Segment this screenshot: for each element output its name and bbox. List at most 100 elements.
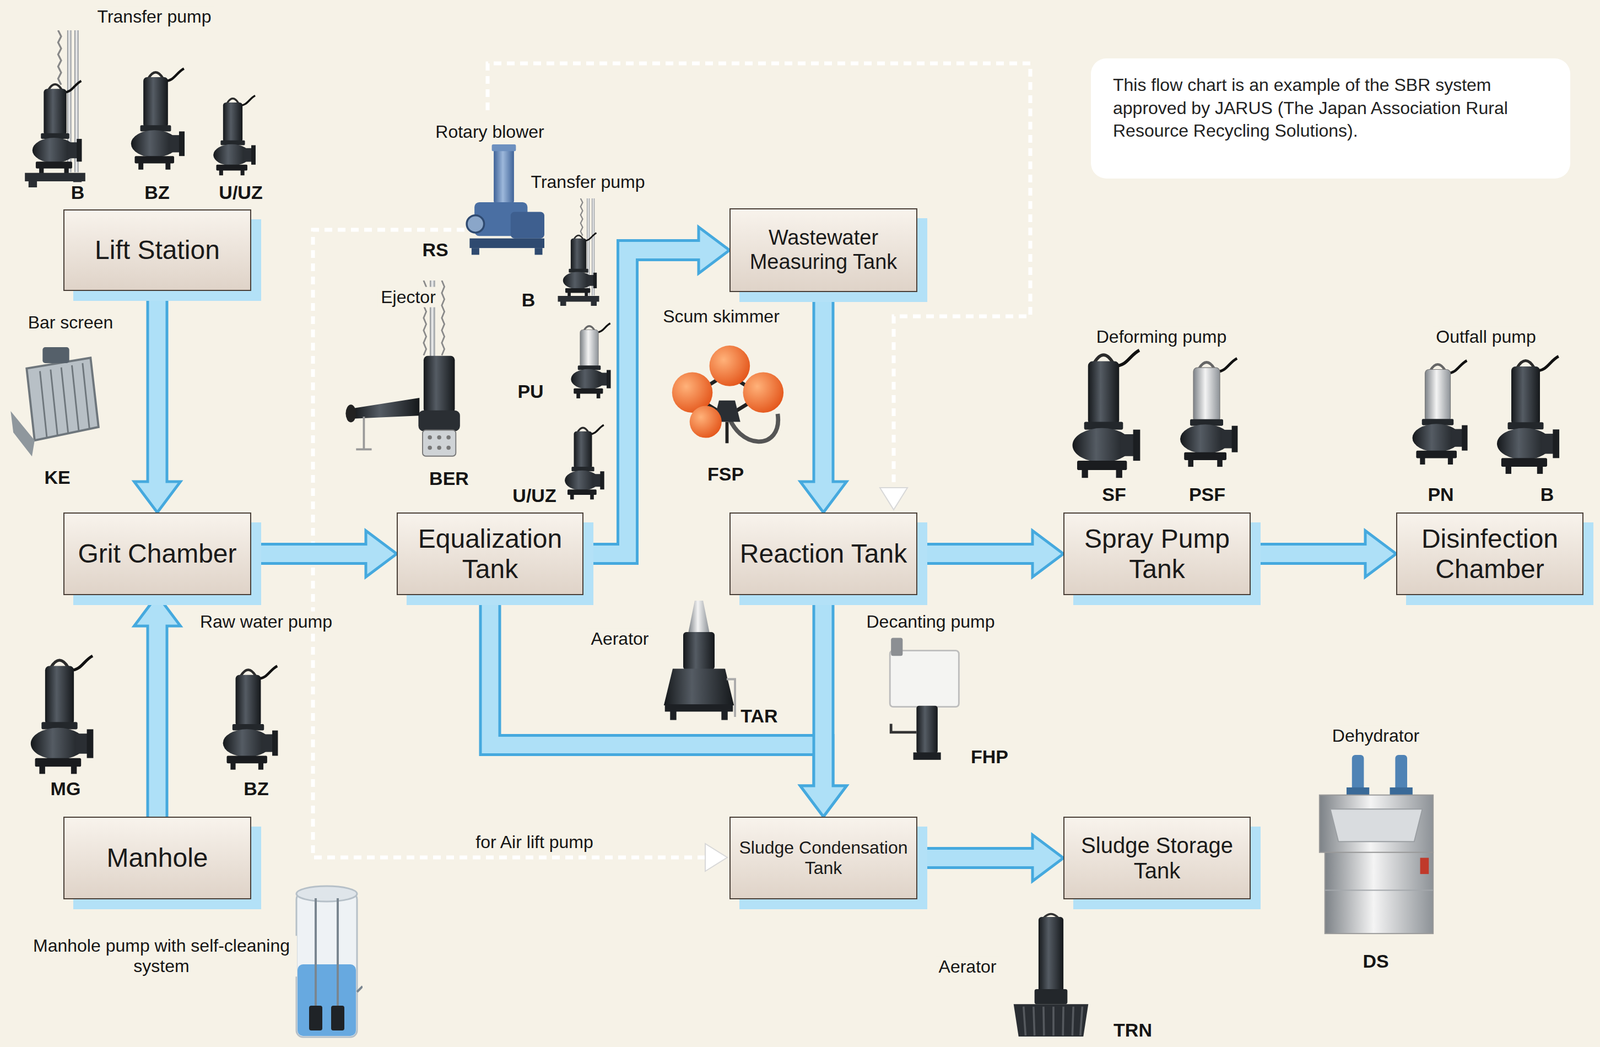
equipment-label: Deforming pump [1093,326,1231,348]
model-code: PSF [1185,483,1229,506]
flow-arrow [251,530,397,577]
flow-arrowhead [365,530,397,577]
manhole-pump [296,885,363,1037]
model-code: U/UZ [509,484,560,507]
box-label: Reaction Tank [739,538,907,569]
transfer-pump-pu [570,323,611,399]
model-code: TRN [1110,1019,1156,1041]
air-line [487,63,1031,488]
equipment-label: Aerator [587,628,653,650]
flow-arrow-fill [917,545,1037,562]
note-box: This flow chart is an example of the SBR… [1090,58,1571,179]
box-label: Lift Station [94,234,220,266]
process-box: Wastewater Measuring Tank [729,208,918,293]
transfer-pump-uz [213,95,256,176]
process-box: Lift Station [63,209,252,291]
model-code: SF [1098,483,1129,506]
flow-arrowhead [800,785,847,817]
air-arrowhead [879,487,908,510]
equipment-label: Decanting pump [862,611,998,632]
transfer-pump-uz [564,424,605,500]
process-box: Disinfection Chamber [1396,512,1584,596]
flow-arrow-fill [917,849,1037,867]
raw-water-pump-mg [30,655,94,774]
flow-arrow [583,226,730,554]
outfall-pump-pn [1412,360,1468,465]
air-arrowhead [705,843,728,872]
process-box: Reaction Tank [729,512,918,596]
flow-arrow-fill [149,621,166,817]
flow-arrow-outline [490,595,824,786]
raw-water-pump-bz [223,666,279,770]
model-code: PU [514,380,547,403]
transfer-pump-b [558,198,600,306]
model-code: B [518,289,539,311]
deforming-pump-psf [1180,358,1238,467]
model-code: FHP [967,746,1012,768]
flow-arrowhead [698,226,730,274]
flow-arrow-fill [251,545,371,562]
bar-screen [10,347,99,457]
flow-arrowhead [1032,834,1064,881]
flow-arrow-fill [490,595,824,791]
model-code: PN [1424,483,1457,506]
flow-arrow-fill [583,250,704,554]
equipment-label: Raw water pump [196,611,336,632]
flow-arrowhead [800,785,847,817]
air-line [312,229,706,858]
equipment-label: Outfall pump [1432,326,1539,348]
model-code: B [67,181,89,204]
box-label: Spray Pump Tank [1072,523,1242,585]
flow-arrow [134,290,181,513]
equipment-label: Rotary blower [431,121,548,143]
flow-arrow-fill [815,595,832,791]
air-line [312,63,1031,858]
deforming-pump-sf [1072,350,1141,479]
decanting-pump [889,638,959,760]
box-label: Wastewater Measuring Tank [738,225,909,274]
flow-arrow-fill [149,290,166,486]
flow-arrow [917,834,1064,881]
scum-skimmer [672,345,784,443]
aerator-trn [1013,914,1089,1037]
flow-arrow-fill [1250,545,1370,562]
aerator-tar [663,600,735,721]
note-text: This flow chart is an example of the SBR… [1112,73,1549,143]
model-code: BZ [240,777,272,800]
dehydrator [1319,754,1434,934]
equipment-label: Manhole pump with self-cleaning system [25,935,297,977]
process-box: Sludge Storage Tank [1063,816,1251,900]
flow-arrow [800,292,847,513]
model-code: BZ [141,181,173,204]
model-code: MG [47,777,85,800]
box-label: Disinfection Chamber [1404,523,1575,585]
equipment-label: Scum skimmer [659,306,783,327]
flow-arrow [917,530,1064,577]
process-box: Grit Chamber [63,512,252,596]
equipment-label: Aerator [935,956,1000,977]
box-label: Sludge Storage Tank [1072,832,1242,884]
flow-arrowhead [1032,530,1064,577]
equipment-label: Dehydrator [1328,725,1423,747]
equipment-label: Bar screen [24,312,117,333]
process-box: Sludge Condensation Tank [729,816,918,900]
flow-arrow-outline [583,250,699,554]
transfer-pump-b [24,30,86,188]
flow-arrowhead [800,481,847,513]
box-label: Sludge Condensation Tank [738,837,909,879]
box-label: Equalization Tank [405,523,575,585]
outfall-pump-b [1496,356,1560,474]
equipment-label: Ejector [377,287,440,308]
process-box: Equalization Tank [396,512,584,596]
flow-arrow [800,595,847,817]
flow-arrow [1250,530,1397,577]
process-box: Spray Pump Tank [1063,512,1251,596]
flow-arrow [134,595,181,817]
model-code: RS [418,239,452,261]
flow-arrow-fill [815,292,832,486]
model-code: KE [40,466,74,489]
process-box: Manhole [63,816,252,900]
equipment-label: for Air lift pump [472,831,597,853]
flow-arrow [490,595,847,817]
